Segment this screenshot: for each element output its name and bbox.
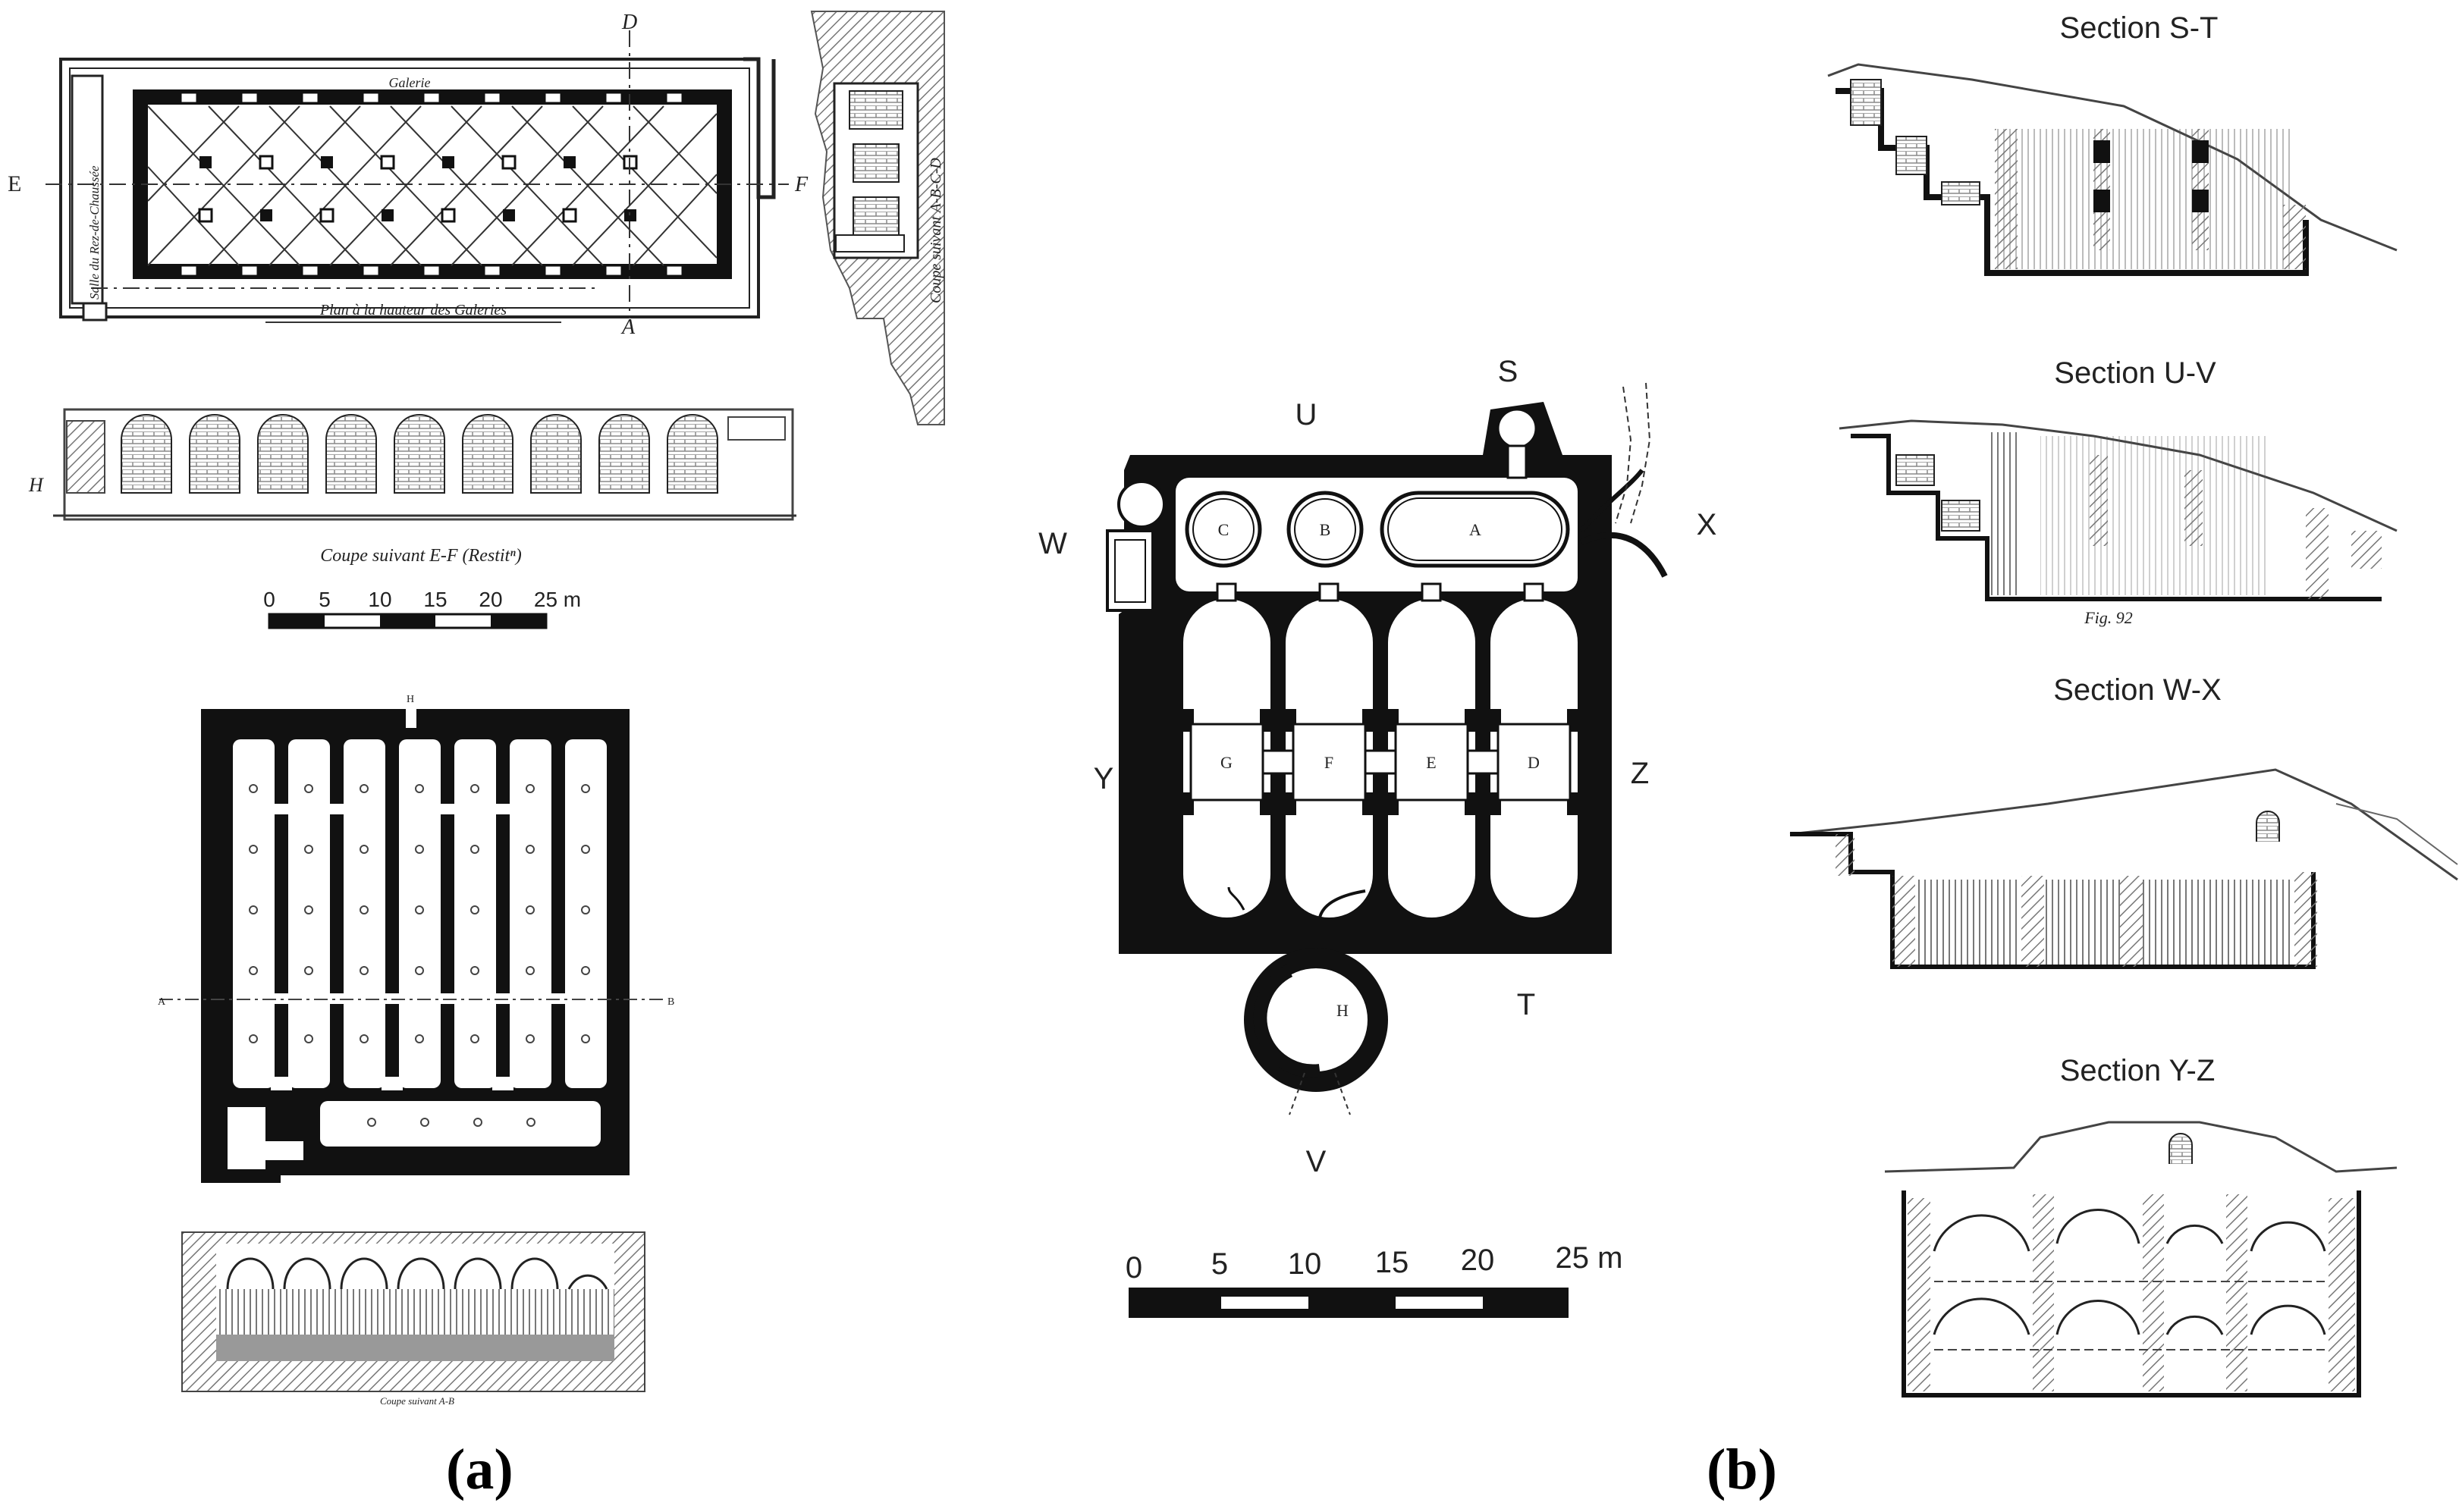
panel-b-label-open: (	[1707, 1438, 1726, 1501]
plan-galeries: Galerie Salle du Rez-de-Chaussée E F D A…	[8, 11, 809, 339]
galerie-label: Galerie	[389, 75, 431, 90]
marker-a: A	[620, 315, 636, 339]
scale-b-tick-10: 10	[1288, 1247, 1322, 1281]
section-y-z: Section Y-Z	[1884, 1054, 2398, 1398]
scale-bar-b: 0 5 10 15 20 25 m	[1126, 1241, 1623, 1318]
point-s: S	[1498, 355, 1518, 388]
section-u-v-title: Section U-V	[2054, 356, 2216, 390]
panel-b-label-close: )	[1757, 1438, 1777, 1501]
section-u-v: Section U-V Fig. 92	[1839, 356, 2398, 627]
marker-a2: A	[158, 996, 166, 1008]
panel-a-label-letter: a	[465, 1438, 495, 1501]
cistern-pillar-marks	[249, 784, 590, 1127]
section-abcd: Coupe suivant A-B-C-D	[810, 11, 945, 425]
section-ab-arches	[226, 1257, 608, 1290]
section-y-z-title: Section Y-Z	[2060, 1054, 2216, 1087]
panel-a: Galerie Salle du Rez-de-Chaussée E F D A…	[8, 11, 945, 1407]
panel-a-label: (a)	[446, 1437, 513, 1503]
marker-h2: H	[407, 694, 414, 705]
panel-a-label-close: )	[494, 1438, 513, 1501]
section-abcd-caption: Coupe suivant A-B-C-D	[928, 158, 944, 303]
cistern-plan-b: A B C D E F G H	[1106, 382, 1668, 1115]
room-b: B	[1320, 520, 1331, 539]
salle-label: Salle du Rez-de-Chaussée	[87, 165, 102, 300]
room-d: D	[1528, 753, 1540, 772]
point-z: Z	[1631, 757, 1649, 790]
marker-d: D	[621, 11, 637, 34]
plan-top-caption: Plan à la hauteur des Galeries	[319, 302, 507, 318]
scale-b-tick-5: 5	[1211, 1247, 1228, 1281]
point-u: U	[1295, 398, 1317, 431]
section-ab-caption: Coupe suivant A-B	[380, 1395, 454, 1407]
scale-b-tick-25m: 25 m	[1556, 1241, 1623, 1275]
point-x: X	[1697, 508, 1717, 541]
point-w: W	[1038, 527, 1067, 560]
room-h: H	[1336, 1001, 1349, 1020]
marker-h: H	[28, 474, 44, 496]
section-s-t: Section S-T	[1827, 11, 2398, 276]
section-ab: Coupe suivant A-B	[181, 1231, 645, 1407]
scale-a-tick-5: 5	[319, 588, 331, 611]
room-e: E	[1426, 753, 1436, 772]
marker-b2: B	[667, 996, 674, 1008]
scale-bar-a: 0 5 10 15 20 25 m	[263, 588, 581, 629]
room-f: F	[1324, 753, 1333, 772]
fig-caption: Fig. 92	[2084, 608, 2133, 627]
point-y: Y	[1094, 762, 1114, 795]
section-w-x-title: Section W-X	[2053, 673, 2222, 707]
scale-b-tick-0: 0	[1126, 1251, 1142, 1285]
cistern-wall-openings	[271, 690, 569, 1090]
plan-pillars	[198, 155, 638, 223]
scale-a-tick-15: 15	[423, 588, 447, 611]
section-ef: H Coupe suivant E-F (Restitⁿ)	[28, 408, 796, 566]
scale-a-tick-10: 10	[368, 588, 391, 611]
marker-e: E	[8, 171, 21, 196]
marker-f: F	[794, 173, 809, 196]
section-ef-caption: Coupe suivant E-F (Restitⁿ)	[320, 546, 522, 566]
plan-wall-niches	[179, 91, 684, 278]
vault-lattice	[147, 105, 718, 266]
room-c: C	[1218, 520, 1230, 539]
point-t: T	[1517, 988, 1535, 1021]
section-markers: S U W X Y Z T V	[1038, 355, 1716, 1178]
scale-a-tick-25m: 25 m	[534, 588, 581, 611]
section-w-x: Section W-X	[1789, 673, 2458, 969]
scale-a-tick-0: 0	[263, 588, 275, 611]
room-g: G	[1220, 753, 1233, 772]
point-v: V	[1306, 1145, 1327, 1178]
scale-b-tick-15: 15	[1375, 1246, 1409, 1279]
section-s-t-title: Section S-T	[2060, 11, 2219, 45]
room-a: A	[1469, 520, 1481, 539]
panel-b: A B C D E F G H S U W X Y Z T V 0	[1038, 11, 2458, 1398]
panel-b-label-letter: b	[1726, 1438, 1758, 1501]
cistern-plan-a: A B H	[158, 690, 674, 1183]
scale-a-tick-20: 20	[479, 588, 502, 611]
panel-b-label: (b)	[1707, 1437, 1777, 1503]
scale-b-tick-20: 20	[1461, 1244, 1495, 1277]
panel-a-label-open: (	[446, 1438, 466, 1501]
